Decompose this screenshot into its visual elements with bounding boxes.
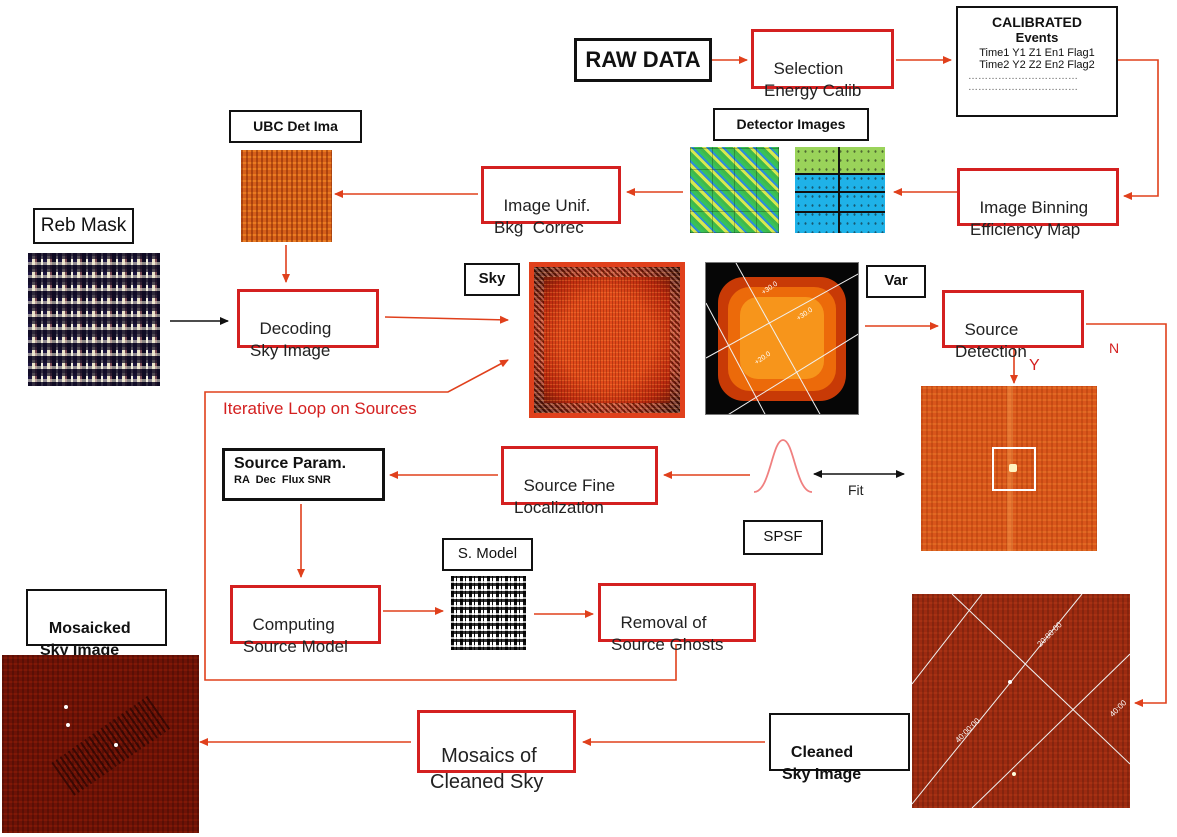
source-param-title: Source Param. xyxy=(234,455,347,472)
image-unif-label: Image Unif. Bkg Correc xyxy=(494,196,591,237)
source-fine-label: Source Fine Localization xyxy=(514,476,616,517)
calibrated-title: CALIBRATED xyxy=(992,14,1082,30)
detected-source-image xyxy=(921,386,1097,551)
mosaicked-sky-image xyxy=(2,655,199,833)
variance-image: +30.0 +30.0 +20.0 xyxy=(705,262,859,415)
selection-label: Selection Energy Calib xyxy=(764,59,862,100)
reb-mask-label-box: Reb Mask xyxy=(33,208,134,244)
s-model-label: S. Model xyxy=(457,545,518,562)
spsf-label: SPSF xyxy=(763,528,803,545)
source-param-box: Source Param. RA Dec Flux SNR xyxy=(222,448,385,501)
ubc-det-ima-label-box: UBC Det Ima xyxy=(229,110,362,143)
computing-model-label: Computing Source Model xyxy=(243,615,348,656)
reb-mask-image xyxy=(28,253,160,386)
sky-label-box: Sky xyxy=(464,263,520,296)
branch-y-label: Y xyxy=(1029,357,1040,374)
mosaicked-label: Mosaicked Sky Image xyxy=(40,620,131,659)
fit-label: Fit xyxy=(848,482,864,498)
reb-mask-label: Reb Mask xyxy=(40,215,127,236)
image-unif-box: Image Unif. Bkg Correc xyxy=(481,166,621,237)
ubc-det-ima-label: UBC Det Ima xyxy=(253,118,338,134)
raw-data-label: RAW DATA xyxy=(585,47,701,72)
detector-image-2 xyxy=(795,147,885,233)
removal-ghosts-label: Removal of Source Ghosts xyxy=(611,613,724,654)
cleaned-grid-lines xyxy=(912,594,1130,808)
var-label-box: Var xyxy=(866,265,926,298)
variance-grid-lines xyxy=(706,263,858,414)
mosaics-cleaned-box: Mosaics of Cleaned Sky xyxy=(417,710,576,793)
s-model-label-box: S. Model xyxy=(442,538,533,571)
detector-images-label-box: Detector Images xyxy=(713,108,869,141)
calibrated-row-3: …………………………… xyxy=(968,71,1078,82)
raw-data-box: RAW DATA xyxy=(574,38,712,82)
detector-image-1 xyxy=(690,147,779,233)
branch-n-label: N xyxy=(1109,340,1120,356)
calibrated-subtitle: Events xyxy=(1015,30,1059,45)
mosaicked-label-box: Mosaicked Sky Image xyxy=(26,589,167,659)
cleaned-sky-label: Cleaned Sky Image xyxy=(782,744,862,783)
source-model-image xyxy=(451,576,526,650)
mosaics-cleaned-label: Mosaics of Cleaned Sky xyxy=(430,745,544,793)
calibrated-events-box: CALIBRATED Events Time1 Y1 Z1 En1 Flag1 … xyxy=(956,6,1118,117)
image-binning-box: Image Binning Efficiency Map xyxy=(957,168,1119,239)
removal-ghosts-box: Removal of Source Ghosts xyxy=(598,583,756,654)
image-binning-label: Image Binning Efficiency Map xyxy=(970,198,1089,239)
ubc-detector-image xyxy=(241,150,332,242)
source-param-fields: RA Dec Flux SNR xyxy=(234,474,331,486)
decoding-label: Decoding Sky Image xyxy=(250,319,332,360)
source-fine-box: Source Fine Localization xyxy=(501,446,658,517)
computing-model-box: Computing Source Model xyxy=(230,585,381,656)
source-detection-box: Source Detection xyxy=(942,290,1084,361)
selection-box: Selection Energy Calib xyxy=(751,29,894,100)
sky-image xyxy=(529,262,685,418)
calibrated-row-1: Time1 Y1 Z1 En1 Flag1 xyxy=(979,47,1095,59)
iterative-loop-label: Iterative Loop on Sources xyxy=(223,399,417,418)
calibrated-row-4: …………………………… xyxy=(968,82,1078,93)
sky-label: Sky xyxy=(478,270,506,287)
cleaned-sky-label-box: Cleaned Sky Image xyxy=(769,713,910,783)
source-detection-label: Source Detection xyxy=(955,320,1027,361)
var-label: Var xyxy=(884,272,908,289)
calibrated-row-2: Time2 Y2 Z2 En2 Flag2 xyxy=(979,59,1095,71)
cleaned-sky-image: 20:00:00 40:00:00 40:00 xyxy=(912,594,1130,808)
detector-images-label: Detector Images xyxy=(736,116,846,132)
decoding-box: Decoding Sky Image xyxy=(237,289,379,360)
source-marker-box xyxy=(992,447,1036,491)
spsf-label-box: SPSF xyxy=(743,520,823,555)
